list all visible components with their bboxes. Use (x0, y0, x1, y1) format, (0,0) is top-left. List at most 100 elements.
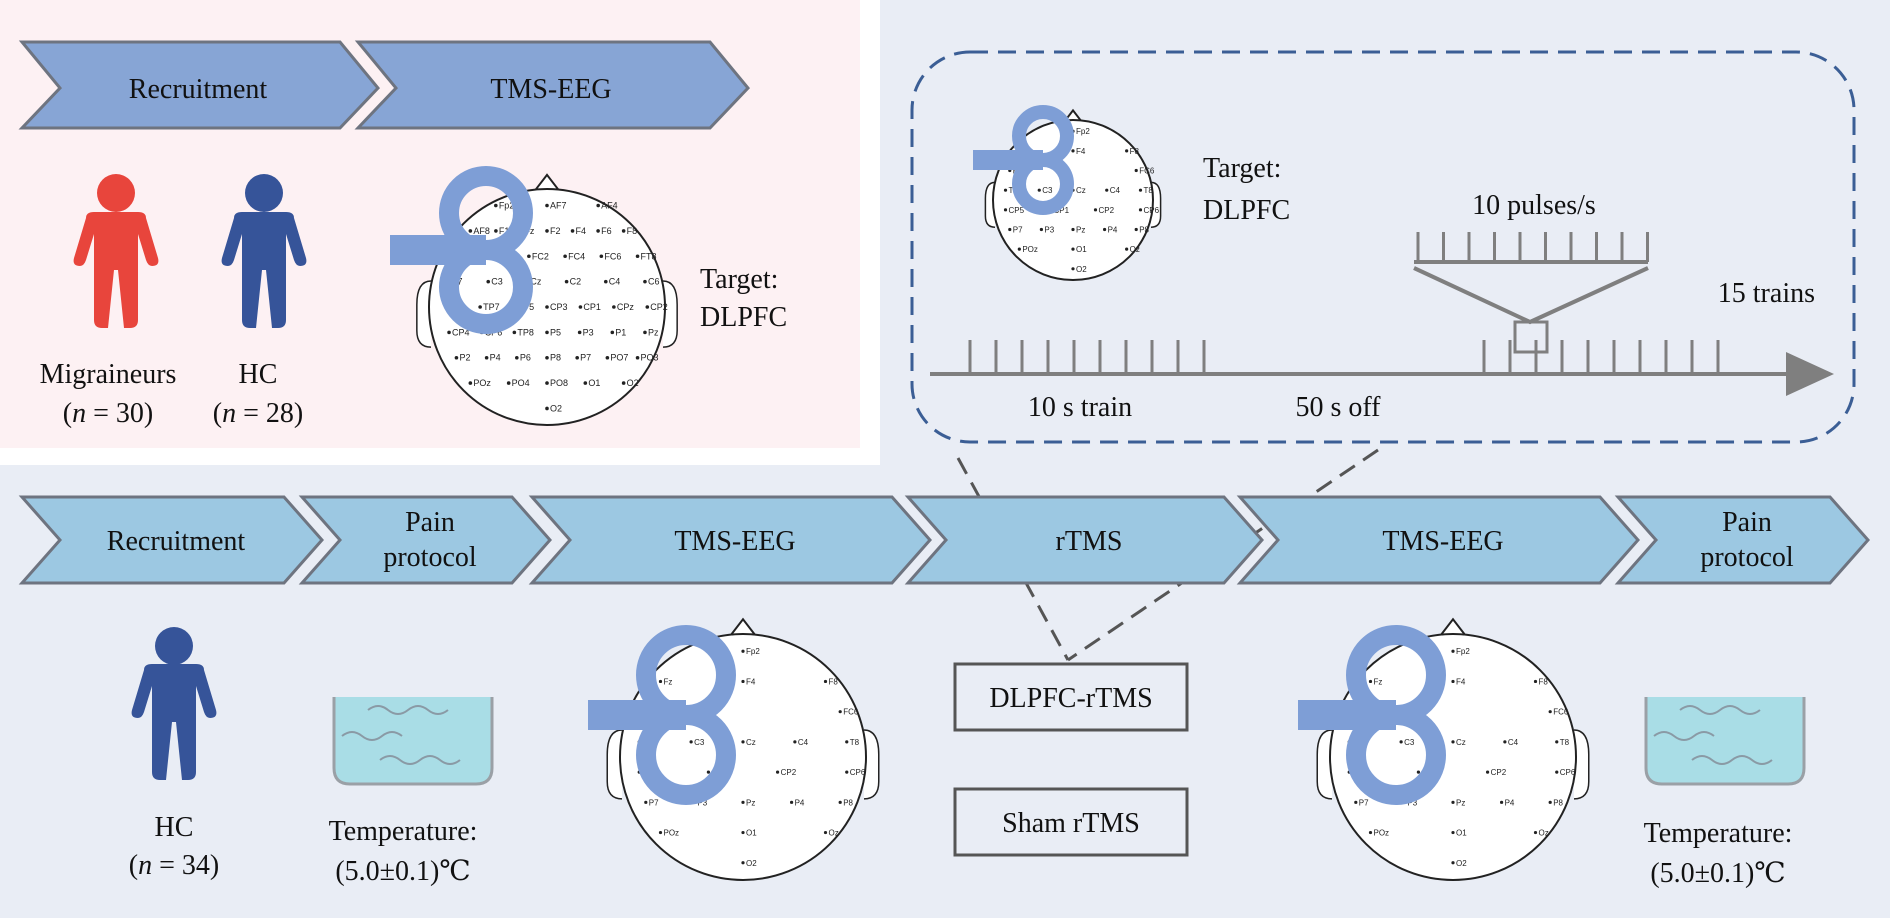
electrode-label: POz (1374, 829, 1390, 838)
head-outline (619, 633, 867, 881)
top-target-label: Target: (700, 264, 778, 295)
tms-coil-icon (973, 105, 1074, 215)
ear-left (416, 280, 432, 348)
electrode-p1 (610, 330, 615, 335)
electrode-label: F2 (550, 226, 561, 236)
electrode-cp2 (645, 305, 650, 309)
electrode-p3 (577, 330, 582, 335)
nose (729, 617, 757, 636)
temperature-value-left: (5.0±0.1)℃ (335, 856, 470, 887)
electrode-label: P7 (649, 798, 659, 807)
electrode-pz (741, 800, 745, 804)
electrode-label: CP6 (850, 768, 866, 777)
electrode-label: C4 (798, 738, 809, 747)
electrode-c2 (564, 279, 569, 284)
electrode-label: Cz (1076, 186, 1086, 195)
electrode-label: O2 (746, 859, 757, 868)
condition-sham-rtms: Sham rTMS (953, 787, 1189, 857)
electrode-label: P4 (1505, 798, 1515, 807)
electrode-fp2 (741, 649, 745, 653)
electrode-cp1 (578, 305, 583, 309)
electrode-label: CP4 (452, 327, 470, 337)
electrode-p4 (1103, 227, 1107, 232)
electrode-label: Fz (1374, 677, 1383, 686)
top-target-value: DLPFC (700, 302, 787, 333)
electrode-label: PO8 (550, 378, 568, 388)
electrode-label: O2 (550, 403, 562, 413)
electrode-f4 (1451, 679, 1455, 684)
electrode-label: CP5 (1009, 206, 1025, 215)
zoom-selection-box (1513, 320, 1549, 354)
electrode-p3 (1039, 227, 1043, 232)
electrode-label: FC6 (843, 708, 859, 717)
top-step-recruitment-label: Recruitment (129, 74, 268, 105)
electrode-poz (468, 381, 473, 385)
electrode-c4 (793, 740, 797, 744)
timeline-step-4-label: rTMS (1056, 526, 1123, 557)
group-label-hc-top: HC (239, 359, 278, 390)
electrode-p7 (575, 355, 579, 360)
electrode-label: P7 (580, 353, 591, 363)
electrode-label: P3 (1044, 225, 1054, 234)
electrode-label: PO3 (641, 353, 659, 363)
ear-left (1316, 729, 1333, 800)
electrode-label: F4 (1076, 147, 1086, 156)
electrode-label: C4 (609, 277, 621, 287)
electrode-c3 (1399, 740, 1403, 744)
electrode-label: CP2 (781, 768, 797, 777)
electrode-label: C3 (694, 738, 705, 747)
electrode-cp1 (1416, 770, 1421, 774)
electrode-c6 (643, 279, 647, 284)
electrode-p6 (515, 355, 519, 360)
electrode-cpz (612, 305, 616, 309)
electrode-oz (823, 830, 828, 835)
eeg-cap-bottom-post: Fp2FzF4F8FC2FC6T7C3CzC4T8CP5CP1CP2CP6P7P… (1298, 617, 1590, 881)
electrode-label: O2 (627, 378, 639, 388)
electrode-cz (741, 740, 745, 744)
person-icon-hc-top (221, 174, 307, 328)
timeline-step-1: Recruitment (18, 495, 325, 585)
electrode-fp2 (494, 203, 498, 208)
electrode-f8 (621, 229, 626, 233)
electrode-label: CP1 (583, 302, 601, 312)
electrode-label: T8 (1143, 186, 1153, 195)
ear-right (662, 280, 678, 348)
electrode-label: C3 (1404, 738, 1415, 747)
electrode-label: CP2 (1491, 768, 1507, 777)
electrode-label: AF8 (473, 226, 490, 236)
electrode-pz (643, 330, 647, 335)
electrode-p7 (1008, 227, 1012, 232)
cold-water-container-left (332, 697, 494, 786)
electrode-label: C3 (491, 277, 503, 287)
electrode-oz (1533, 830, 1538, 835)
tms-coil-icon (390, 166, 533, 334)
ear-right (863, 729, 880, 800)
off-duration-label: 50 s off (1295, 392, 1381, 423)
electrode-p8 (1548, 800, 1552, 804)
trains-count-label: 15 trains (1718, 278, 1815, 309)
electrode-af4 (596, 203, 600, 208)
electrode-label: P5 (550, 327, 561, 337)
protocol-target-label: Target: (1203, 153, 1281, 184)
electrode-po4 (506, 381, 511, 385)
electrode-label: POz (473, 378, 491, 388)
electrode-pz (1451, 800, 1455, 804)
electrode-o2 (741, 861, 745, 865)
electrode-label: O1 (746, 829, 757, 838)
electrode-o2 (1451, 861, 1455, 865)
electrode-label: Oz (828, 829, 838, 838)
top-step-tms-eeg-label: TMS-EEG (490, 74, 611, 105)
electrode-label: Pz (1076, 225, 1085, 234)
eeg-cap-protocol: Fp2FzF4F8FC2FC6T7C3CzC4T8CP5CP1CP2CP6P7P… (973, 105, 1162, 281)
timeline-step-3: TMS-EEG (528, 495, 933, 585)
rtms-protocol-box (910, 50, 1856, 444)
electrode-ft8 (635, 254, 640, 259)
electrode-label: Cz (530, 277, 541, 287)
electrode-fc6 (838, 710, 842, 714)
electrode-p4 (1499, 800, 1504, 804)
electrode-label: POz (664, 829, 680, 838)
electrode-label: Cz (1456, 738, 1466, 747)
electrode-label: AF7 (550, 201, 567, 211)
timeline-step-3-label: TMS-EEG (674, 526, 795, 557)
